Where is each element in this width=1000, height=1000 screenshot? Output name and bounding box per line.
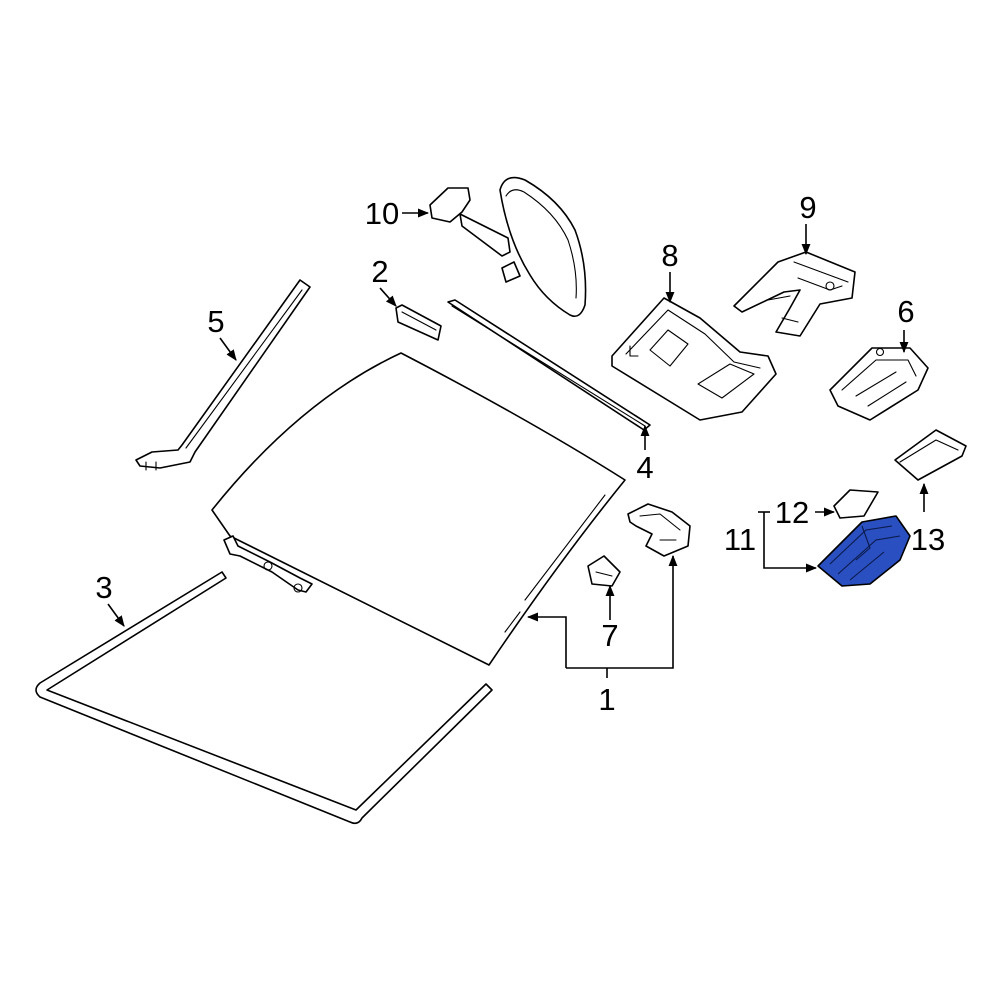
clip-part <box>587 555 621 587</box>
leader-2 <box>379 287 397 307</box>
leader-3 <box>107 603 125 627</box>
leader-11 <box>763 512 818 573</box>
callout-5: 5 <box>207 304 224 339</box>
callout-12: 12 <box>775 495 809 530</box>
windshield-glass-part <box>211 352 626 666</box>
callout-11: 11 <box>724 522 756 557</box>
callout-1: 1 <box>598 682 615 717</box>
callout-6: 6 <box>897 294 914 329</box>
windshield-molding-part <box>35 571 493 825</box>
adhesive-pad-part <box>833 489 879 519</box>
callout-7: 7 <box>601 618 618 653</box>
callout-4: 4 <box>636 450 653 485</box>
pillar-trim-part <box>135 279 311 471</box>
callout-3: 3 <box>95 570 112 605</box>
overhead-console-part <box>611 297 777 421</box>
upper-molding-part <box>447 299 651 431</box>
sensor-bracket-part <box>829 347 929 421</box>
mounting-bracket-part <box>733 251 856 337</box>
rearview-mirror-part <box>429 176 587 318</box>
callout-9: 9 <box>799 190 816 225</box>
leader-lines <box>107 208 929 678</box>
callout-2: 2 <box>371 254 388 289</box>
callout-numbers: 1 2 3 4 5 6 7 8 9 10 11 12 13 <box>95 190 945 717</box>
leader-5 <box>219 337 237 361</box>
side-bracket-part <box>627 503 691 557</box>
small-pad-part <box>395 304 442 341</box>
callout-10: 10 <box>365 196 399 231</box>
callout-8: 8 <box>661 238 678 273</box>
callout-13: 13 <box>911 522 945 557</box>
leader-1-bracket <box>566 554 678 669</box>
camera-module-part <box>817 515 911 587</box>
leader-1-glass <box>526 612 567 668</box>
lower-bracket-part <box>223 535 313 593</box>
cover-part <box>894 429 967 481</box>
